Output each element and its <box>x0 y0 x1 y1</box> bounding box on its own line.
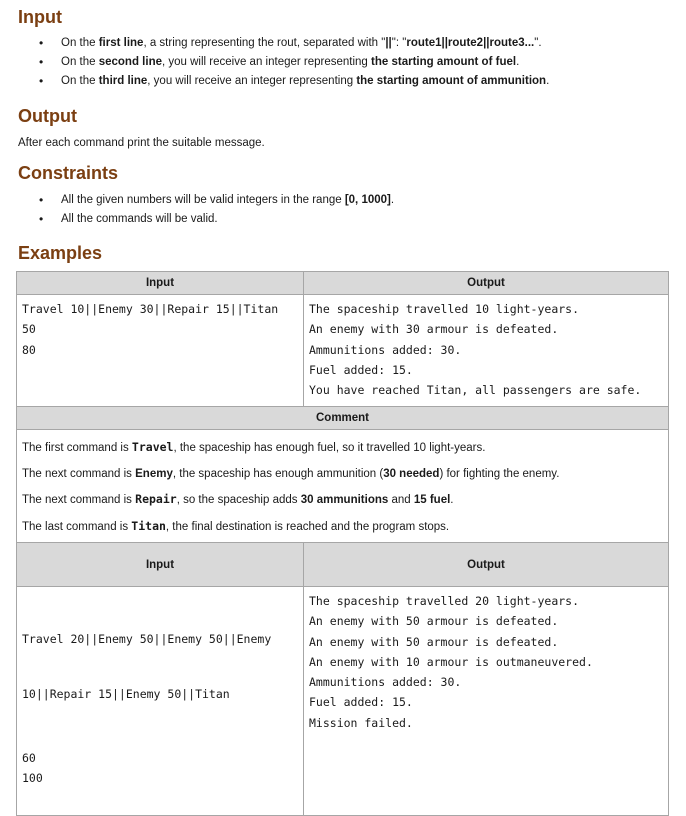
bold-text: Enemy <box>135 467 173 480</box>
code-line: An enemy with 50 armour is defeated. <box>309 614 559 629</box>
code-line: An enemy with 30 armour is defeated. <box>309 322 559 337</box>
bold-text: third line <box>98 75 148 87</box>
example2-input-line1b: 10||Repair 15||Enemy 50||Titan <box>22 687 230 702</box>
bold-text: route1||route2||route3... <box>406 37 535 49</box>
bold-text: || <box>385 37 392 49</box>
text-run: , a string representing the rout, separa… <box>143 37 386 49</box>
example1-comment-cell: The first command is Travel, the spacesh… <box>16 429 669 547</box>
code-line: An enemy with 10 armour is outmaneuvered… <box>309 654 593 669</box>
example1-comment-header: Comment <box>16 406 669 431</box>
text-run: ": " <box>391 37 407 49</box>
code-line: The spaceship travelled 10 light-years. <box>309 302 580 316</box>
example-table-1: Input Output Travel 10||Enemy 30||Repair… <box>16 271 669 547</box>
bullet-item: On the second line, you will receive an … <box>18 53 668 72</box>
text-run: . <box>516 56 520 68</box>
bullet-item: On the first line, a string representing… <box>18 34 668 53</box>
code-keyword: Titan <box>131 518 166 533</box>
example1-output-code: The spaceship travelled 10 light-years. A… <box>304 295 668 406</box>
code-line: Mission failed. <box>309 715 413 730</box>
comment-line: The next command is Enemy, the spaceship… <box>22 462 663 488</box>
text-run: All the given numbers will be valid inte… <box>61 194 345 206</box>
code-line: Fuel added: 15. <box>309 695 413 710</box>
example2-input-cell: Travel 20||Enemy 50||Enemy 50||Enemy 10|… <box>16 586 304 816</box>
text-run: , so the spaceship adds <box>176 494 301 507</box>
text-run: The next command is <box>22 494 136 507</box>
output-heading: Output <box>18 106 77 126</box>
comment-line: The last command is Titan, the final des… <box>22 514 663 541</box>
text-run: , the spaceship has enough ammunition ( <box>172 467 384 480</box>
bullet-item: All the given numbers will be valid inte… <box>18 191 668 210</box>
example1-input-header: Input <box>16 271 304 295</box>
text-run: . <box>390 194 395 206</box>
input-bullet-list: On the first line, a string representing… <box>18 34 668 91</box>
input-heading: Input <box>18 7 62 27</box>
constraints-bullet-list: All the given numbers will be valid inte… <box>18 191 668 229</box>
bullet-item: On the third line, you will receive an i… <box>18 72 668 91</box>
example1-output-header: Output <box>303 271 669 295</box>
text-run: On the <box>61 56 99 68</box>
example1-comment-list: The first command is Travel, the spacesh… <box>22 435 663 540</box>
text-run: On the <box>61 75 99 87</box>
bold-text: the starting amount of ammunition <box>356 75 547 87</box>
text-run: , the spaceship has enough fuel, so it t… <box>173 442 486 455</box>
output-text: After each command print the suitable me… <box>18 137 265 149</box>
example2-output-code: The spaceship travelled 20 light-years. A… <box>304 587 668 739</box>
text-run: and <box>388 494 414 507</box>
code-line: 100 <box>22 771 43 786</box>
code-line: Fuel added: 15. <box>309 362 413 377</box>
bold-text: 30 ammunitions <box>300 494 389 507</box>
example1-output-cell: The spaceship travelled 10 light-years. A… <box>303 293 669 408</box>
code-line: An enemy with 50 armour is defeated. <box>309 634 559 649</box>
text-run: On the <box>61 37 99 49</box>
example2-input-line1a: Travel 20||Enemy 50||Enemy 50||Enemy <box>22 631 272 646</box>
examples-heading: Examples <box>18 243 103 263</box>
example-table-2: Input Output Travel 20||Enemy 50||Enemy … <box>16 542 669 816</box>
code-line: Ammunitions added: 30. <box>309 675 462 690</box>
comment-line: The next command is Repair, so the space… <box>22 487 663 514</box>
code-line: 80 <box>22 342 36 357</box>
text-run: ) for fighting the enemy. <box>439 467 560 480</box>
code-line: You have reached Titan, all passengers a… <box>309 383 642 398</box>
code-line: Ammunitions added: 30. <box>309 342 462 357</box>
example2-input-code: Travel 20||Enemy 50||Enemy 50||Enemy 10|… <box>17 587 303 815</box>
text-run: ". <box>534 37 542 49</box>
text-run: , you will receive an integer representi… <box>147 75 357 87</box>
text-run: The last command is <box>22 520 132 533</box>
example1-input-cell: Travel 10||Enemy 30||Repair 15||Titan 50 8… <box>16 293 304 408</box>
text-run: The next command is <box>22 467 136 480</box>
example1-input-code: Travel 10||Enemy 30||Repair 15||Titan 50 8… <box>17 295 303 366</box>
text-run: , the final destination is reached and t… <box>165 520 450 533</box>
text-run: . <box>450 494 454 507</box>
code-keyword: Travel <box>131 440 174 455</box>
text-run: All the commands will be valid. <box>61 213 218 225</box>
text-run: The first command is <box>22 442 132 455</box>
constraints-heading: Constraints <box>18 163 119 183</box>
bold-text: [0, 1000] <box>344 194 391 206</box>
comment-line: The first command is Travel, the spacesh… <box>22 435 663 462</box>
code-line: The spaceship travelled 20 light-years. <box>309 594 580 608</box>
bold-text: second line <box>98 56 162 68</box>
bold-text: first line <box>98 37 144 49</box>
code-line: Travel 10||Enemy 30||Repair 15||Titan <box>22 302 279 316</box>
example2-input-header: Input <box>16 542 304 587</box>
code-keyword: Repair <box>135 492 177 507</box>
bold-text: the starting amount of fuel <box>371 56 517 68</box>
bullet-item: All the commands will be valid. <box>18 210 668 229</box>
example2-output-cell: The spaceship travelled 20 light-years. A… <box>303 586 669 816</box>
bold-text: 30 needed <box>383 467 440 480</box>
example2-output-header: Output <box>303 542 669 587</box>
code-line: 60 <box>22 750 36 765</box>
text-run: , you will receive an integer representi… <box>162 56 372 68</box>
code-line: 50 <box>22 322 36 337</box>
bold-text: 15 fuel <box>413 494 451 507</box>
text-run: . <box>546 75 550 87</box>
